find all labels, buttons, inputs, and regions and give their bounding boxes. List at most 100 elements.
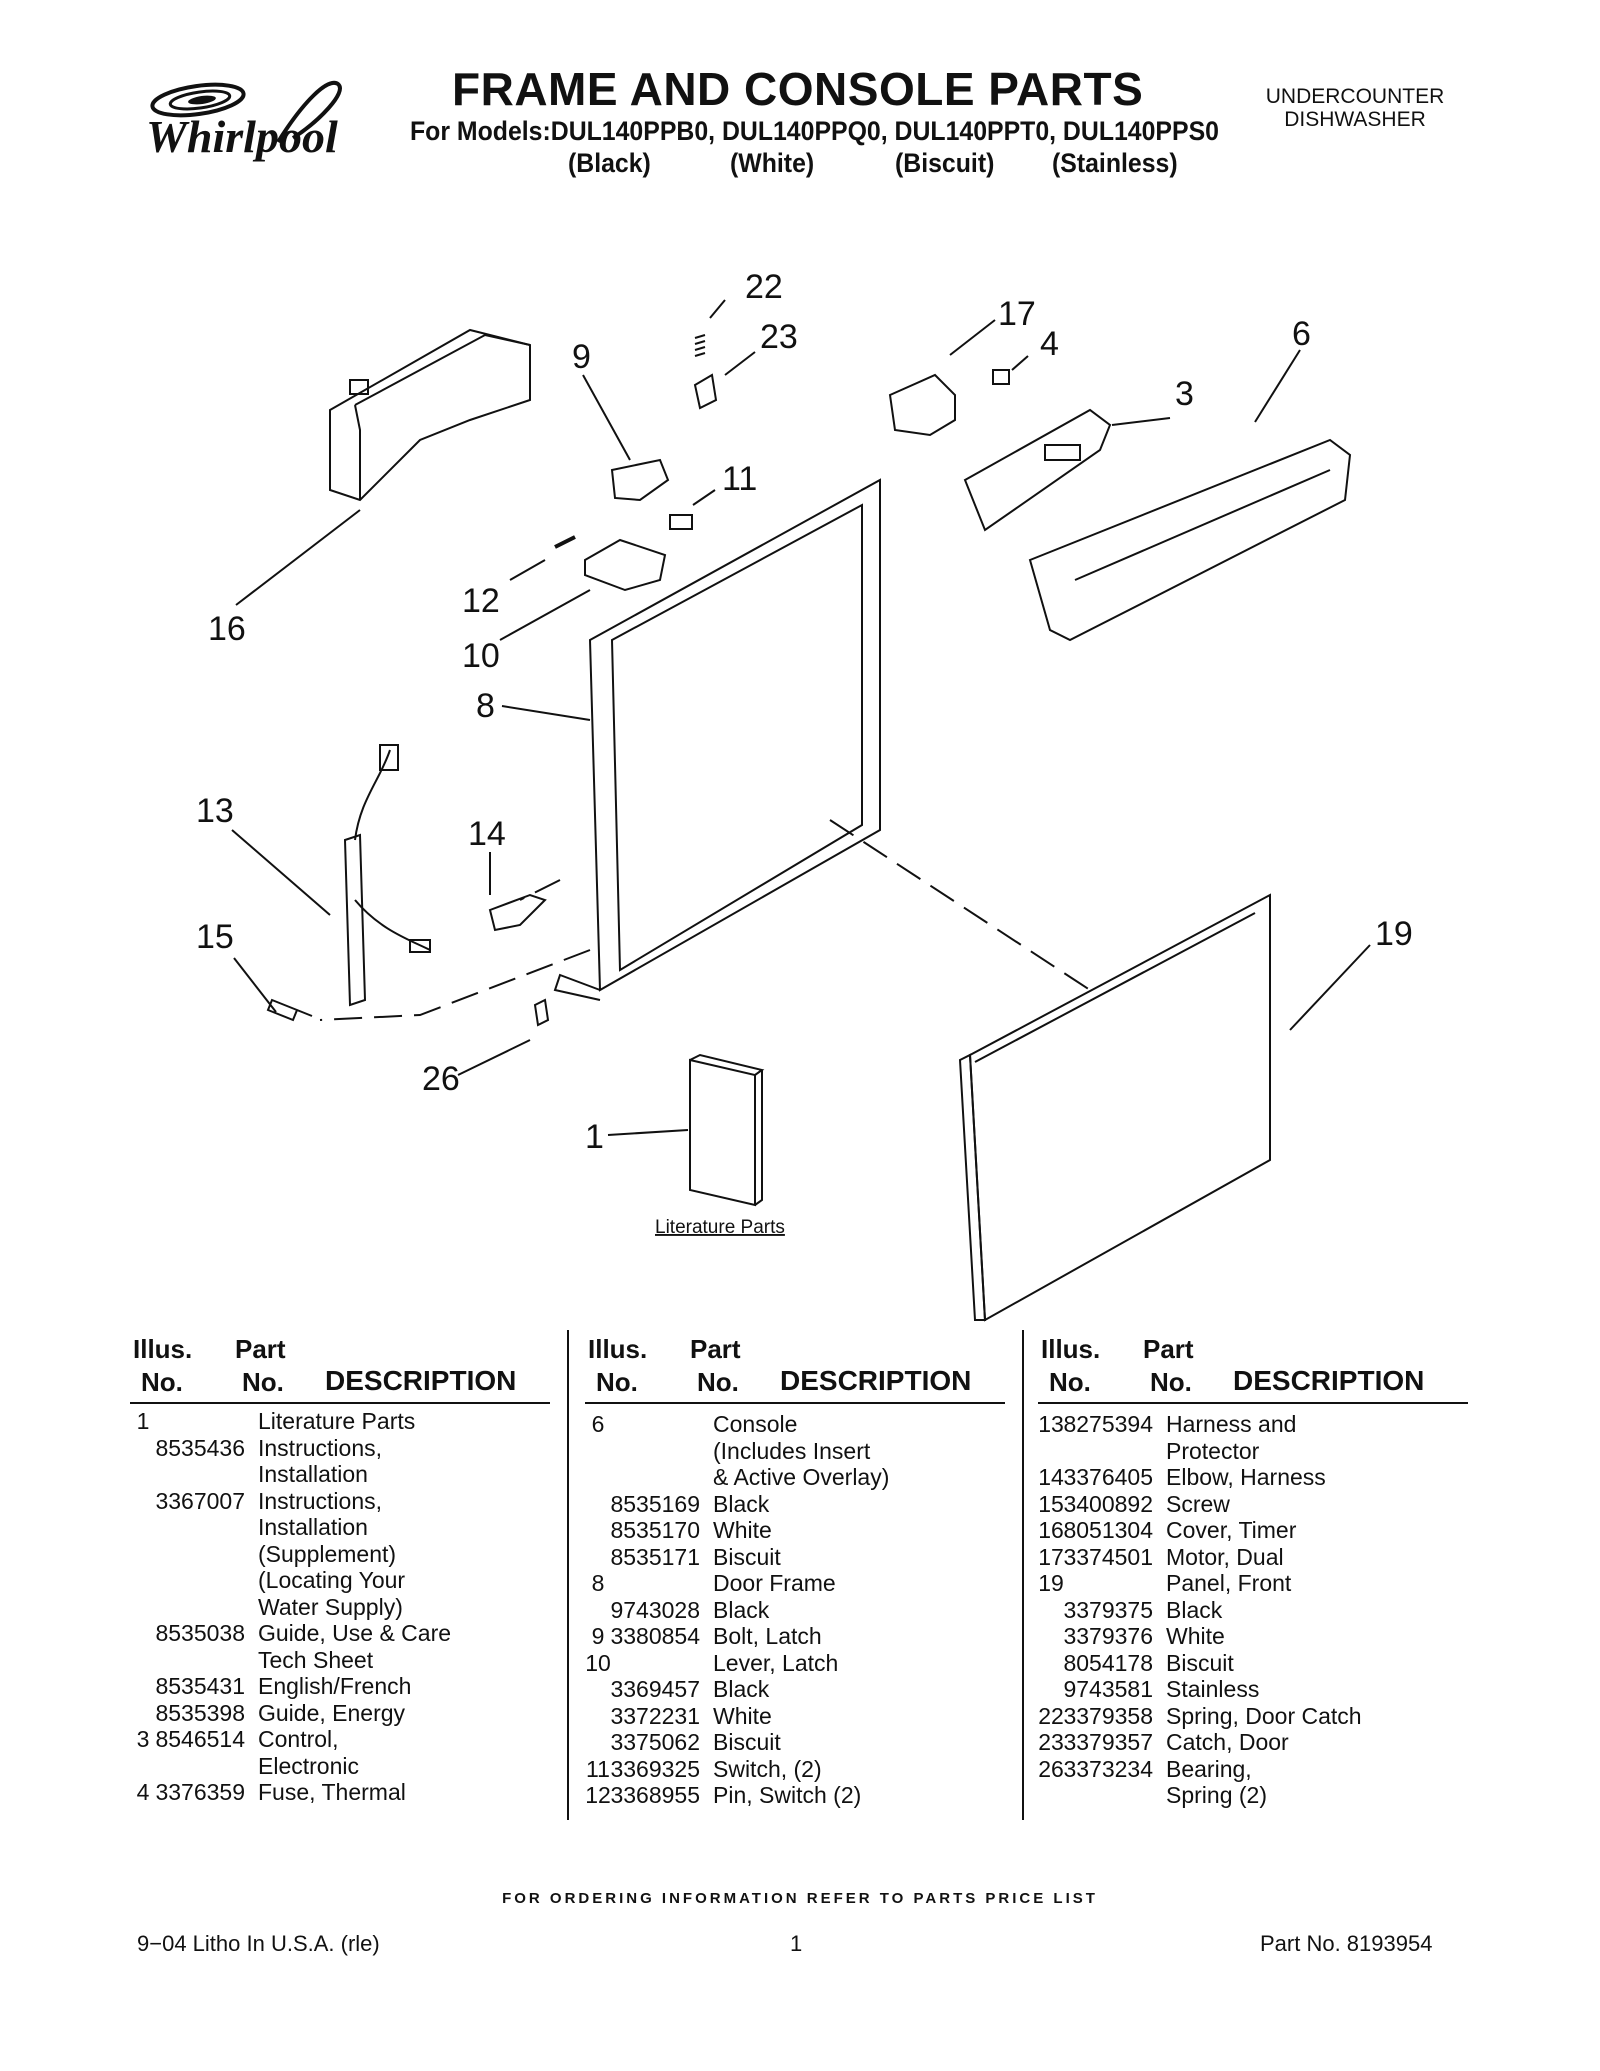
table-row: (Supplement) xyxy=(135,1541,555,1568)
harness-part xyxy=(343,744,431,1007)
product-type-line-2: DISHWASHER xyxy=(1284,108,1426,131)
part-description: Cover, Timer xyxy=(1166,1517,1297,1543)
callout-3: 3 xyxy=(1175,375,1194,413)
illus-number: 9 xyxy=(591,1623,605,1649)
product-type-line-1: UNDERCOUNTER xyxy=(1265,85,1445,108)
illus-number: 4 xyxy=(136,1779,150,1805)
part-description: Bearing, xyxy=(1166,1755,1252,1782)
part-description: Harness and xyxy=(1166,1411,1297,1437)
table-row: Protector xyxy=(1043,1438,1463,1465)
part-description: White xyxy=(713,1702,772,1729)
table-row: Tech Sheet xyxy=(135,1647,555,1674)
part-description: Fuse, Thermal xyxy=(258,1779,406,1805)
part-description: (Locating Your xyxy=(258,1567,406,1593)
part-description: Panel, Front xyxy=(1166,1570,1292,1596)
part-number: 8546514 xyxy=(155,1726,245,1752)
illus-number: 13 xyxy=(1038,1411,1064,1437)
part-number: 3369325 xyxy=(610,1755,700,1782)
door-catch-part xyxy=(693,373,718,410)
table-row: Installation xyxy=(135,1514,555,1541)
part-description: Black xyxy=(713,1676,770,1702)
part-number: 3368955 xyxy=(610,1782,700,1808)
illus-number: 12 xyxy=(585,1782,611,1808)
callout-12: 12 xyxy=(462,582,500,620)
illus-header-line1: Illus. xyxy=(588,1334,648,1364)
part-number: 3400892 xyxy=(1063,1490,1153,1517)
part-number: 3379376 xyxy=(1063,1623,1153,1649)
exploded-parts-diagram: 22 23 17 4 6 9 3 11 16 12 10 8 13 14 15 … xyxy=(196,268,1413,1322)
table-row: Spring (2) xyxy=(1043,1782,1463,1809)
table-row: 3369457 Black xyxy=(590,1676,1010,1703)
part-description: Door Frame xyxy=(713,1570,836,1596)
part-number: 8535398 xyxy=(155,1699,245,1726)
header-rule xyxy=(130,1402,550,1404)
header-rule xyxy=(1038,1402,1468,1404)
part-description: & Active Overlay) xyxy=(713,1464,890,1490)
callout-26: 26 xyxy=(422,1060,460,1098)
part-description: Switch, (2) xyxy=(713,1755,822,1782)
illus-header-line1: Illus. xyxy=(133,1334,193,1364)
description-header: DESCRIPTION xyxy=(780,1365,972,1396)
product-type: UNDERCOUNTER DISHWASHER xyxy=(1240,85,1470,131)
part-description: Motor, Dual xyxy=(1166,1543,1284,1570)
part-description: Spring, Door Catch xyxy=(1166,1702,1362,1729)
part-description: Black xyxy=(1166,1596,1223,1623)
part-number: 3369457 xyxy=(610,1676,700,1702)
part-header-line2: No. xyxy=(242,1367,284,1397)
part-description: Literature Parts xyxy=(258,1408,416,1434)
part-description: Black xyxy=(713,1490,770,1517)
page-title: FRAME AND CONSOLE PARTS xyxy=(452,63,1144,115)
callout-16: 16 xyxy=(208,610,246,648)
part-number: 3374501 xyxy=(1063,1543,1153,1570)
table-row: Electronic xyxy=(135,1753,555,1780)
litho-print-info: 9−04 Litho In U.S.A. (rle) xyxy=(137,1931,380,1956)
switch-pin-part xyxy=(554,535,576,549)
color-label-white: (White) xyxy=(730,148,815,178)
part-header-line1: Part xyxy=(1143,1334,1194,1364)
screw-part xyxy=(266,998,313,1022)
part-number: 3373234 xyxy=(1063,1755,1153,1782)
part-description: White xyxy=(1166,1623,1225,1649)
part-number: 3376405 xyxy=(1063,1464,1153,1490)
table-row: (Locating Your xyxy=(135,1567,555,1594)
part-description: Pin, Switch (2) xyxy=(713,1782,862,1808)
part-number: 3375062 xyxy=(610,1729,700,1755)
dual-motor-part xyxy=(888,373,956,437)
callout-11: 11 xyxy=(722,460,757,498)
electronic-control-part xyxy=(963,408,1112,532)
part-number: 8051304 xyxy=(1063,1517,1153,1543)
logo-wordmark: Whirlpool xyxy=(146,111,338,162)
part-header-line2: No. xyxy=(1150,1367,1192,1397)
part-number: 3380854 xyxy=(610,1623,700,1649)
callout-13: 13 xyxy=(196,792,234,830)
part-description: Instructions, xyxy=(258,1487,382,1514)
table-row: Water Supply) xyxy=(135,1594,555,1621)
part-number: 8275394 xyxy=(1063,1411,1153,1437)
part-number: 8535170 xyxy=(610,1517,700,1543)
illus-number: 17 xyxy=(1038,1543,1064,1570)
table-row: 3379376 White xyxy=(1043,1623,1463,1650)
part-description: Installation xyxy=(258,1461,368,1487)
illus-header-line1: Illus. xyxy=(1041,1334,1101,1364)
part-number: 8535038 xyxy=(155,1620,245,1646)
callout-1: 1 xyxy=(585,1118,604,1156)
callout-14: 14 xyxy=(468,815,506,853)
illus-number: 11 xyxy=(586,1755,610,1782)
spring-bearing-part xyxy=(533,998,550,1027)
